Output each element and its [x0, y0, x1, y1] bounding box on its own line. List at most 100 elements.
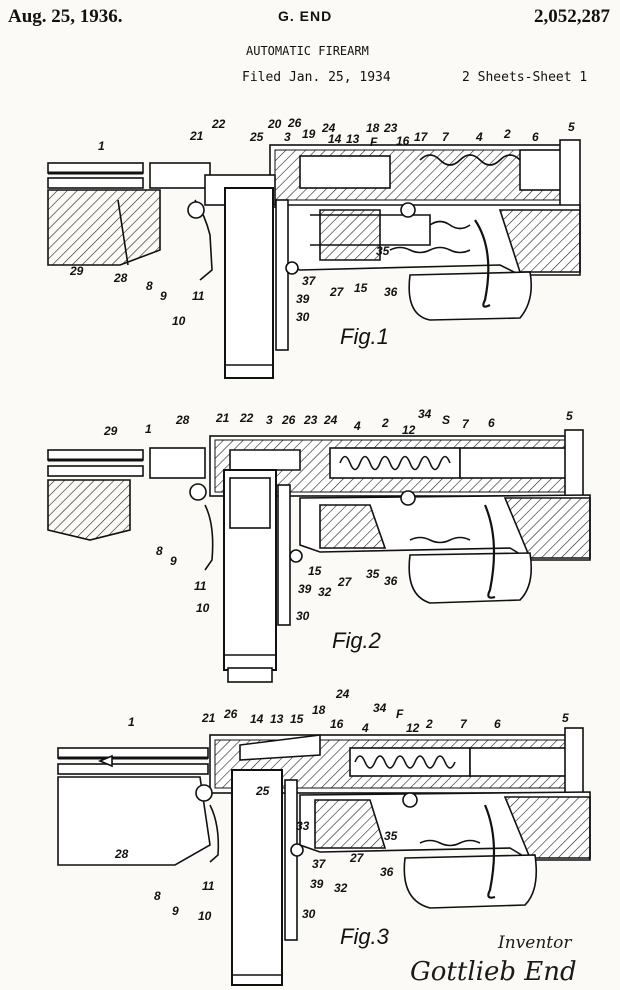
part-label: 6	[488, 416, 495, 430]
part-label: 4	[353, 419, 361, 433]
part-label: 28	[114, 847, 129, 861]
part-label: 35	[376, 244, 390, 258]
part-label: 11	[202, 879, 215, 893]
inventor-signature: Inventor Gottlieb End	[410, 933, 577, 987]
part-label: 14	[250, 712, 264, 726]
sheet-count: 2 Sheets-Sheet 1	[462, 70, 588, 85]
fig-1-labels: 1 21 22 20 26 25 3 19 24 14 13 18 F 23 1…	[69, 116, 575, 349]
part-label: 9	[170, 554, 177, 568]
firearm-section-drawing	[57, 727, 591, 986]
part-label: 26	[287, 116, 302, 130]
part-label: 34	[373, 701, 387, 715]
part-label: 28	[175, 413, 190, 427]
part-label: 37	[302, 274, 317, 288]
part-label: 11	[194, 579, 207, 593]
part-label: 5	[566, 409, 573, 423]
part-label: 5	[568, 120, 575, 134]
part-label: 2	[381, 416, 389, 430]
part-label: 8	[154, 889, 161, 903]
part-label: 7	[462, 417, 470, 431]
part-label: 8	[156, 544, 163, 558]
firearm-section-drawing	[47, 429, 591, 683]
part-label: 16	[396, 134, 410, 148]
part-label: 26	[223, 707, 238, 721]
part-label: 36	[384, 285, 398, 299]
figure-1: 1 21 22 20 26 25 3 19 24 14 13 18 F 23 1…	[47, 116, 581, 379]
part-label: 10	[196, 601, 210, 615]
part-label: 8	[146, 279, 153, 293]
signature-name: Gottlieb End	[410, 957, 577, 987]
part-label: 34	[418, 407, 432, 421]
fig-2-labels: 29 1 28 21 22 3 26 23 24 4 2 34 S 7 6 5 …	[103, 407, 573, 653]
part-label: 28	[113, 271, 128, 285]
part-label: 32	[334, 881, 348, 895]
part-label: 1	[98, 139, 105, 153]
part-label: 12	[406, 721, 420, 735]
part-label: 29	[69, 264, 84, 278]
part-label: 36	[384, 574, 398, 588]
part-label: 23	[383, 121, 398, 135]
inventor-name: G. END	[278, 8, 333, 24]
firearm-section-drawing	[47, 139, 581, 379]
part-label: 13	[346, 132, 360, 146]
part-label: 27	[349, 851, 365, 865]
part-label: 27	[337, 575, 353, 589]
part-label: F	[396, 707, 404, 721]
part-label: 10	[172, 314, 186, 328]
patent-title: AUTOMATIC FIREARM	[246, 44, 369, 58]
part-label: 30	[302, 907, 316, 921]
part-label: 15	[290, 712, 304, 726]
part-label: 33	[296, 819, 310, 833]
part-label: 30	[296, 609, 310, 623]
part-label: 9	[160, 289, 167, 303]
figure-caption: Fig.2	[332, 628, 381, 653]
filed-date: Filed Jan. 25, 1934	[242, 70, 391, 85]
part-label: 6	[532, 130, 539, 144]
part-label: 4	[361, 721, 369, 735]
part-label: 36	[380, 865, 394, 879]
part-label: 37	[312, 857, 327, 871]
part-label: 32	[318, 585, 332, 599]
signature-role: Inventor	[497, 933, 572, 953]
part-label: 27	[329, 285, 345, 299]
part-label: 4	[475, 130, 483, 144]
part-label: 9	[172, 904, 179, 918]
fig-3-labels: 24 34 F 1 21 26 14 13 15 18 16 4 12 2 7 …	[114, 687, 569, 949]
part-label: 3	[284, 130, 291, 144]
part-label: 25	[249, 130, 264, 144]
part-label: 7	[442, 130, 450, 144]
part-label: 21	[189, 129, 204, 143]
figure-caption: Fig.3	[340, 924, 390, 949]
part-label: 11	[192, 289, 205, 303]
part-label: 21	[201, 711, 216, 725]
figure-caption: Fig.1	[340, 324, 389, 349]
part-label: 18	[312, 703, 326, 717]
part-label: 35	[366, 567, 380, 581]
part-label: S	[442, 413, 450, 427]
part-label: 1	[145, 422, 152, 436]
part-label: 39	[298, 582, 312, 596]
part-label: 25	[255, 784, 270, 798]
part-label: 35	[384, 829, 398, 843]
part-label: 1	[128, 715, 135, 729]
part-label: 16	[330, 717, 344, 731]
part-label: 39	[296, 292, 310, 306]
part-label: 15	[354, 281, 368, 295]
part-label: 2	[503, 127, 511, 141]
part-label: 12	[402, 423, 416, 437]
part-label: 6	[494, 717, 501, 731]
part-label: 15	[308, 564, 322, 578]
part-label: 24	[323, 413, 338, 427]
figure-2: 29 1 28 21 22 3 26 23 24 4 2 34 S 7 6 5 …	[47, 407, 591, 683]
patent-number: 2,052,287	[534, 6, 610, 27]
figure-3: 24 34 F 1 21 26 14 13 15 18 16 4 12 2 7 …	[57, 687, 591, 986]
part-label: 5	[562, 711, 569, 725]
part-label: 30	[296, 310, 310, 324]
part-label: 10	[198, 909, 212, 923]
part-label: 18	[366, 121, 380, 135]
part-label: 22	[239, 411, 254, 425]
part-label: 20	[267, 117, 282, 131]
part-label: 29	[103, 424, 118, 438]
part-label: 26	[281, 413, 296, 427]
